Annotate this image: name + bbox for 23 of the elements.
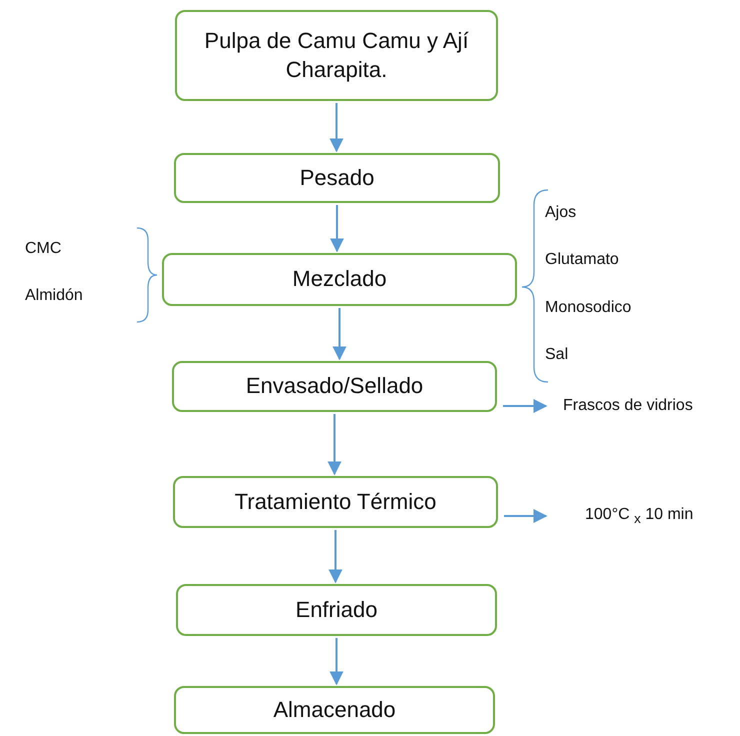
- process-box: Tratamiento Térmico: [173, 476, 498, 528]
- ingredient-label: Sal: [545, 346, 568, 364]
- ingredient-label: CMC: [25, 240, 62, 258]
- process-box: Enfriado: [176, 584, 497, 636]
- side-note: 100°C $_{x}$ 10 min: [548, 505, 728, 527]
- arrow: [503, 399, 548, 413]
- ingredient-label: Ajos: [545, 204, 576, 222]
- ingredient-label: Glutamato: [545, 251, 619, 269]
- arrow: [332, 308, 346, 360]
- arrow: [328, 414, 342, 476]
- ingredient-label: Monosodico: [545, 299, 632, 317]
- process-box: Mezclado: [162, 253, 517, 306]
- process-box: Pesado: [174, 153, 500, 203]
- arrow: [330, 205, 344, 252]
- arrow: [328, 530, 342, 584]
- process-box: Almacenado: [174, 686, 495, 734]
- arrow: [504, 509, 548, 523]
- arrow: [330, 103, 344, 152]
- process-box: Envasado/Sellado: [172, 361, 497, 412]
- process-box: Pulpa de Camu Camu y Ají Charapita.: [175, 10, 498, 101]
- side-note: Frascos de vidrios: [548, 395, 718, 417]
- ingredient-label: Almidón: [25, 287, 83, 305]
- arrow: [330, 638, 344, 686]
